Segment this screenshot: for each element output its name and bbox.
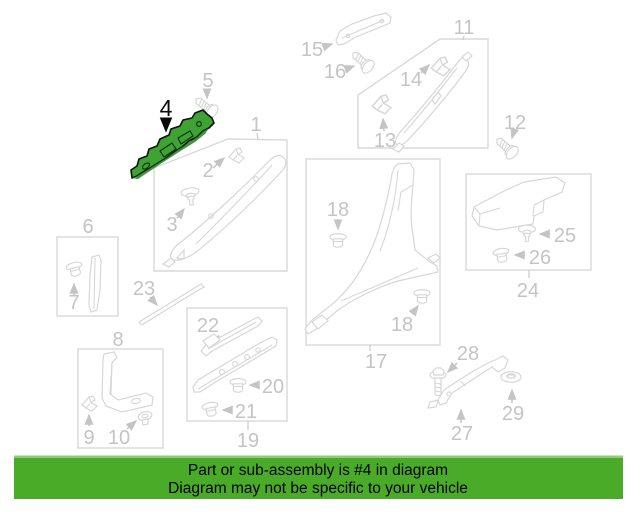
- part-18-left-group[interactable]: 18: [327, 199, 349, 248]
- part-9-group[interactable]: 9: [81, 395, 98, 449]
- part-2-group[interactable]: 2: [202, 147, 245, 182]
- part-24-group[interactable]: 24: [465, 173, 592, 302]
- part-label-22: 22: [197, 315, 219, 337]
- part-label-17: 17: [365, 351, 387, 373]
- part-17-group[interactable]: 17: [304, 158, 441, 373]
- part-1-group[interactable]: 1: [153, 114, 288, 272]
- part-label-8: 8: [112, 329, 123, 351]
- part-label-25: 25: [554, 225, 576, 247]
- part-26-group[interactable]: 26: [491, 246, 552, 269]
- banner-line-2: Diagram may not be specific to your vehi…: [168, 480, 468, 497]
- part-label-28: 28: [457, 343, 479, 365]
- banner-background: [14, 458, 623, 499]
- part-27-group[interactable]: 27: [427, 355, 509, 445]
- upper-pillar-trim: [394, 56, 470, 146]
- part-22-group[interactable]: 22: [197, 315, 263, 357]
- part-13-group[interactable]: 13: [371, 94, 396, 152]
- part-11-group[interactable]: 11: [357, 17, 489, 153]
- part-label-14: 14: [400, 69, 422, 91]
- highlight-shade: [132, 128, 209, 179]
- part-label-20: 20: [262, 376, 284, 398]
- part-label-3: 3: [166, 214, 177, 236]
- notice-banner: Part or sub-assembly is #4 in diagram Di…: [14, 455, 623, 499]
- part-4-highlight-group[interactable]: 4: [130, 95, 215, 179]
- part-label-21: 21: [235, 401, 257, 423]
- part-label-24: 24: [517, 280, 539, 302]
- part-label-7: 7: [68, 292, 79, 314]
- part-18-right-group[interactable]: 18: [391, 289, 431, 336]
- cowl-side-trim: [471, 176, 566, 231]
- part-label-4: 4: [160, 95, 173, 121]
- part-29-group[interactable]: 29: [500, 371, 524, 425]
- part-15-group[interactable]: 15: [301, 12, 392, 61]
- part-label-12: 12: [504, 112, 526, 134]
- part-20-group[interactable]: 20: [229, 376, 284, 398]
- part-label-27: 27: [451, 423, 473, 445]
- banner-line-1: Part or sub-assembly is #4 in diagram: [188, 462, 448, 479]
- part-21-group[interactable]: 21: [200, 400, 257, 423]
- cowl-bracket: [101, 351, 154, 413]
- part-label-18-right: 18: [391, 314, 413, 336]
- part-5-group[interactable]: 5: [190, 70, 221, 121]
- part-19-group[interactable]: 19: [186, 307, 288, 452]
- washer: [500, 371, 522, 383]
- grommet: [137, 410, 153, 426]
- part-label-18-left: 18: [327, 199, 349, 221]
- b-pillar-lower-trim: [304, 162, 439, 335]
- part-label-10: 10: [108, 427, 130, 449]
- part-label-1: 1: [250, 114, 261, 136]
- part-25-group[interactable]: 25: [517, 224, 576, 247]
- banner-top-edge: [14, 455, 623, 458]
- part-23-group[interactable]: 23: [133, 278, 205, 326]
- part-label-6: 6: [82, 216, 93, 238]
- sill-strip: [138, 283, 205, 326]
- part-label-23: 23: [133, 278, 155, 300]
- part-label-5: 5: [202, 70, 213, 92]
- support-bracket: [437, 355, 509, 406]
- part-12-group[interactable]: 12: [491, 112, 526, 162]
- part-28-group[interactable]: 28: [429, 343, 479, 397]
- part-label-19: 19: [237, 430, 259, 452]
- part-label-2: 2: [202, 160, 213, 182]
- part-label-26: 26: [529, 247, 551, 269]
- part-10-group[interactable]: 10: [108, 410, 153, 449]
- part-label-11: 11: [454, 17, 475, 39]
- part-3-group[interactable]: 3: [166, 186, 202, 236]
- part-label-29: 29: [502, 403, 524, 425]
- part-label-16: 16: [324, 61, 346, 83]
- part-7-group[interactable]: 7: [64, 260, 85, 314]
- part-14-group[interactable]: 14: [400, 56, 451, 91]
- part-16-group[interactable]: 16: [324, 46, 378, 83]
- part-6-group[interactable]: 6: [56, 216, 119, 317]
- part-label-15: 15: [301, 39, 323, 61]
- bolt: [429, 367, 447, 397]
- part-label-13: 13: [374, 130, 396, 152]
- part-label-9: 9: [83, 427, 94, 449]
